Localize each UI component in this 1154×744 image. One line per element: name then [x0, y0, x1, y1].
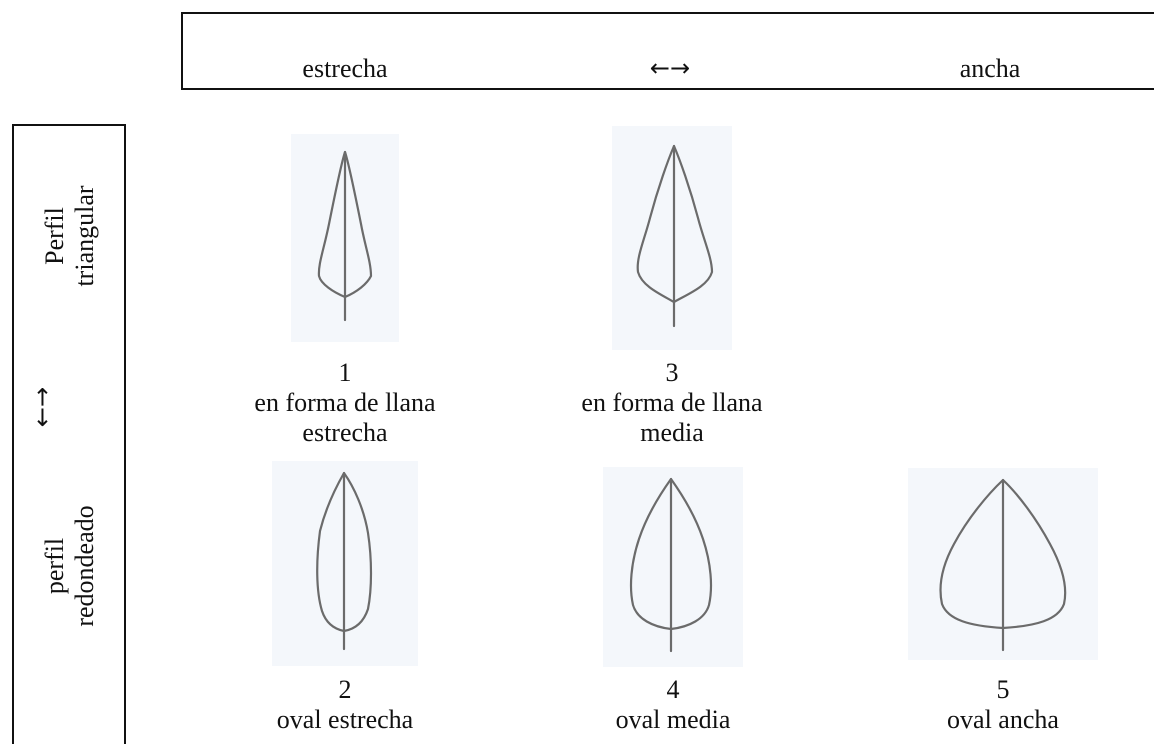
- leaf-3-name-2: media: [640, 418, 704, 447]
- profile-axis-header: [12, 124, 126, 744]
- leaf-3-image: [612, 126, 732, 350]
- leaf-5-caption: 5 oval ancha: [883, 675, 1123, 735]
- leaf-2-image: [272, 461, 418, 666]
- leaf-4-image: [603, 467, 743, 667]
- leaf-1-number: 1: [338, 358, 352, 387]
- leaf-4-caption: 4 oval media: [553, 675, 793, 735]
- leaf-4-name: oval media: [615, 705, 731, 734]
- rounded-profile-label: perfil redondeado: [40, 505, 99, 627]
- leaf-1-caption: 1 en forma de llana estrecha: [225, 358, 465, 448]
- leaf-1-name: en forma de llana: [254, 388, 436, 417]
- profile-arrows: ←→: [28, 386, 56, 428]
- leaf-5-number: 5: [996, 675, 1010, 704]
- leaf-4-number: 4: [666, 675, 680, 704]
- leaf-2-caption: 2 oval estrecha: [225, 675, 465, 735]
- medium-trowel-leaf-icon: [636, 144, 714, 328]
- leaf-1-name-2: estrecha: [302, 418, 388, 447]
- triangular-profile-label: Perfil triangular: [40, 185, 99, 287]
- leaf-2-name: oval estrecha: [276, 705, 414, 734]
- leaf-3-caption: 3 en forma de llana media: [552, 358, 792, 448]
- leaf-3-name: en forma de llana: [581, 388, 763, 417]
- leaf-2-number: 2: [338, 675, 352, 704]
- leaf-1-image: [291, 134, 399, 342]
- medium-oval-leaf-icon: [629, 477, 713, 653]
- leaf-5-image: [908, 468, 1098, 660]
- wide-oval-leaf-icon: [939, 478, 1067, 652]
- narrow-oval-leaf-icon: [316, 471, 373, 651]
- leaf-5-name: oval ancha: [947, 705, 1059, 734]
- leaf-3-number: 3: [665, 358, 679, 387]
- width-axis-header: [181, 12, 1154, 90]
- narrow-label: estrecha: [302, 54, 388, 83]
- narrow-trowel-leaf-icon: [317, 150, 373, 322]
- wide-label: ancha: [959, 54, 1021, 83]
- width-arrows: ←→: [649, 54, 691, 82]
